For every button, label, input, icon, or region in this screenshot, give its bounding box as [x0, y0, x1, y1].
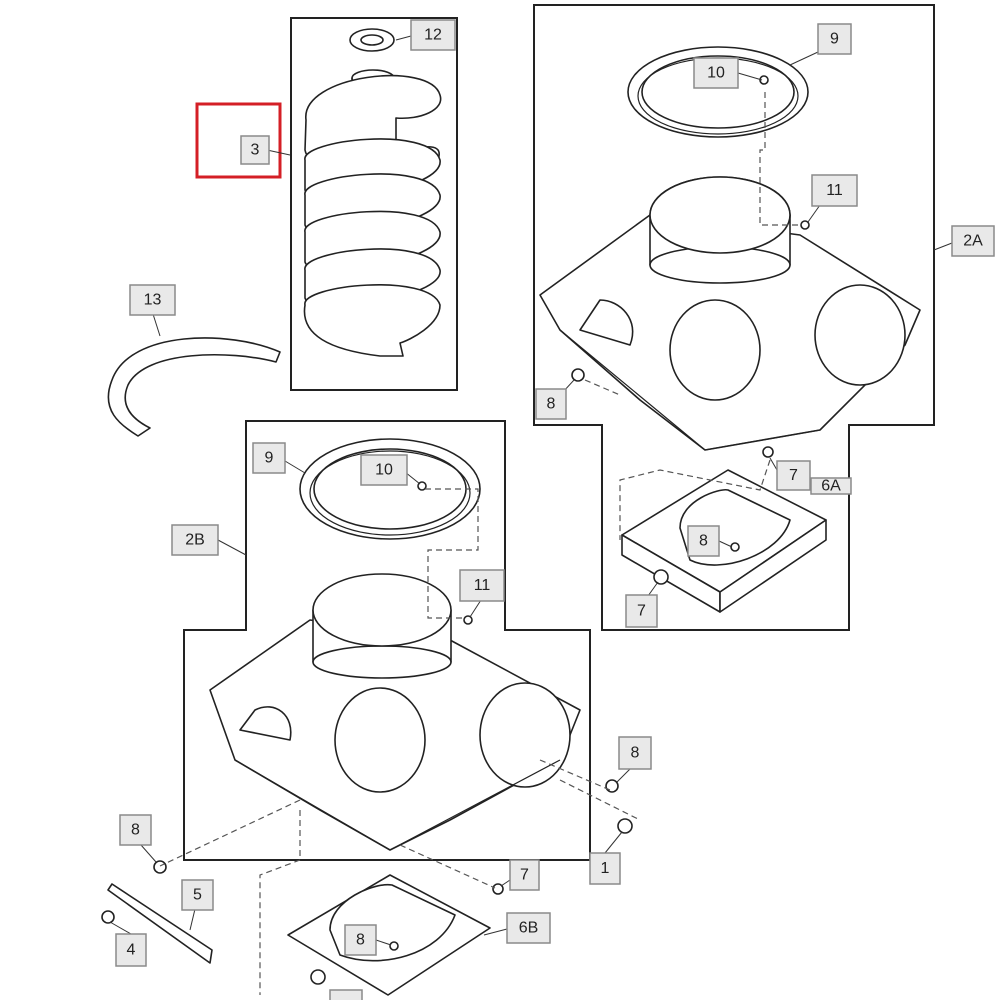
drop-tray-6a-part[interactable]: [621, 469, 827, 613]
callout-2a[interactable]: 2A: [951, 225, 995, 257]
callout-7-bottom-text: 7: [520, 867, 529, 884]
assembly-line-1: [559, 779, 641, 821]
callout-6b[interactable]: 6B: [506, 912, 551, 944]
assembly-line-tray-bottom-left: [259, 810, 301, 995]
assembly-line-7-bottom: [399, 844, 496, 889]
nut-plate[interactable]: [101, 910, 115, 924]
bolt-top[interactable]: [762, 446, 774, 458]
callout-partial-bottom: [329, 989, 363, 1000]
callout-12[interactable]: 12: [410, 19, 456, 51]
callout-8-tray-bottom-text: 8: [356, 932, 365, 949]
nut-tray-top[interactable]: [653, 569, 669, 585]
callout-9-bottom-text: 9: [265, 450, 274, 467]
callout-6a-text: 6A: [821, 478, 841, 495]
callout-5[interactable]: 5: [181, 879, 214, 911]
callout-2b-text: 2B: [185, 532, 205, 549]
housing-2a-group: [533, 4, 935, 631]
assembly-line-tray-top: [619, 459, 771, 540]
callout-7-bottom[interactable]: 7: [509, 859, 540, 891]
callout-11-top[interactable]: 11: [811, 174, 858, 207]
callout-8-top-text: 8: [547, 396, 556, 413]
retainer-strip-part[interactable]: [107, 337, 281, 437]
bolt-bottom[interactable]: [492, 883, 504, 895]
callout-10-top[interactable]: 10: [693, 57, 739, 89]
bearing-ring-top-part[interactable]: [627, 46, 809, 138]
assembly-line-10-top: [759, 92, 800, 226]
housing-2a-frame: [533, 4, 935, 631]
assembly-line-10-bottom: [425, 488, 479, 619]
callout-4-text: 4: [127, 942, 136, 959]
nut-top-left[interactable]: [571, 368, 585, 382]
callout-6a[interactable]: 6A: [810, 477, 852, 495]
callout-12-text: 12: [424, 27, 442, 44]
callout-2b[interactable]: 2B: [171, 524, 219, 556]
selected-part-highlight: [195, 102, 282, 179]
callout-7-top-text: 7: [789, 467, 798, 484]
callout-4[interactable]: 4: [115, 933, 147, 967]
callout-2a-text: 2A: [963, 233, 983, 250]
assembly-line-8-left: [159, 799, 301, 867]
assembly-line-8-right: [539, 759, 611, 791]
callout-10-bottom[interactable]: 10: [360, 454, 408, 486]
callout-1[interactable]: 1: [589, 852, 621, 885]
callout-11-bottom-text: 11: [474, 577, 491, 594]
housing-2b-part[interactable]: [209, 573, 581, 851]
nut-tray-bottom[interactable]: [310, 969, 326, 985]
callout-8-left[interactable]: 8: [119, 814, 152, 846]
nut-right[interactable]: [605, 779, 619, 793]
callout-10-top-text: 10: [707, 65, 725, 82]
callout-8-right[interactable]: 8: [618, 736, 652, 770]
side-plate-part[interactable]: [107, 883, 213, 964]
callout-5-text: 5: [193, 887, 202, 904]
callout-10-bottom-text: 10: [375, 462, 393, 479]
callout-13-text: 13: [144, 292, 162, 309]
leader-lines: [109, 35, 953, 946]
callout-8-right-text: 8: [631, 745, 640, 762]
callout-8-tray-top-text: 8: [699, 533, 708, 550]
leader-13: [152, 313, 161, 337]
bolt-right[interactable]: [617, 818, 633, 834]
fastener-bottom[interactable]: [463, 615, 473, 625]
screw-tray-top[interactable]: [730, 542, 740, 552]
callout-9-bottom[interactable]: 9: [252, 442, 286, 474]
callout-8-top[interactable]: 8: [535, 388, 567, 420]
housing-2a-part[interactable]: [539, 176, 921, 451]
callout-3[interactable]: 3: [240, 135, 270, 165]
assembly-line-8-top: [584, 379, 621, 396]
housing-2b-group: [101, 420, 641, 996]
screw-ring-top[interactable]: [759, 75, 769, 85]
callout-11-bottom[interactable]: 11: [459, 569, 505, 602]
fastener-top[interactable]: [800, 220, 810, 230]
callout-1-text: 1: [601, 860, 610, 877]
callout-7-tray-top-text: 7: [637, 603, 646, 620]
callout-8-left-text: 8: [131, 822, 140, 839]
screw-tray-bottom[interactable]: [389, 941, 399, 951]
callout-3-text: 3: [251, 142, 260, 159]
seal-ring-part[interactable]: [349, 28, 395, 52]
callout-6b-text: 6B: [519, 920, 539, 937]
auger-part[interactable]: [303, 69, 442, 357]
callout-9-top-text: 9: [830, 31, 839, 48]
callout-8-tray-bottom[interactable]: 8: [344, 924, 377, 956]
callout-7-top[interactable]: 7: [776, 460, 811, 491]
nut-left[interactable]: [153, 860, 167, 874]
callout-9-top[interactable]: 9: [817, 23, 852, 55]
bearing-ring-bottom-part[interactable]: [299, 438, 481, 540]
callout-13[interactable]: 13: [129, 284, 176, 316]
callout-8-tray-top[interactable]: 8: [687, 525, 720, 557]
callout-11-top-text: 11: [826, 182, 843, 199]
auger-frame: [290, 17, 458, 391]
callout-7-tray-top[interactable]: 7: [625, 594, 658, 628]
auger-group: [290, 17, 458, 391]
